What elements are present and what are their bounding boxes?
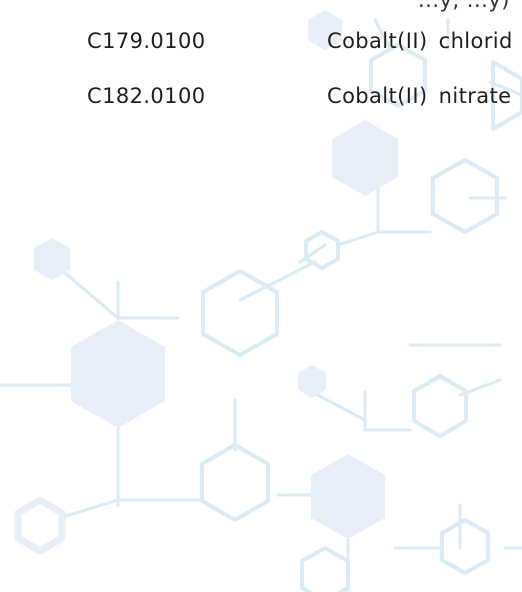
product-name: Cobalt(II) nitrate xyxy=(327,84,512,108)
clipped-header-text: ...y, ...y) xyxy=(418,0,510,12)
product-name: Cobalt(II) chlorid xyxy=(327,29,513,53)
table-row: C179.0100 Cobalt(II) chlorid xyxy=(0,29,522,59)
table-row: C182.0100 Cobalt(II) nitrate xyxy=(0,84,522,114)
product-code: C179.0100 xyxy=(87,29,206,53)
product-code: C182.0100 xyxy=(87,84,206,108)
